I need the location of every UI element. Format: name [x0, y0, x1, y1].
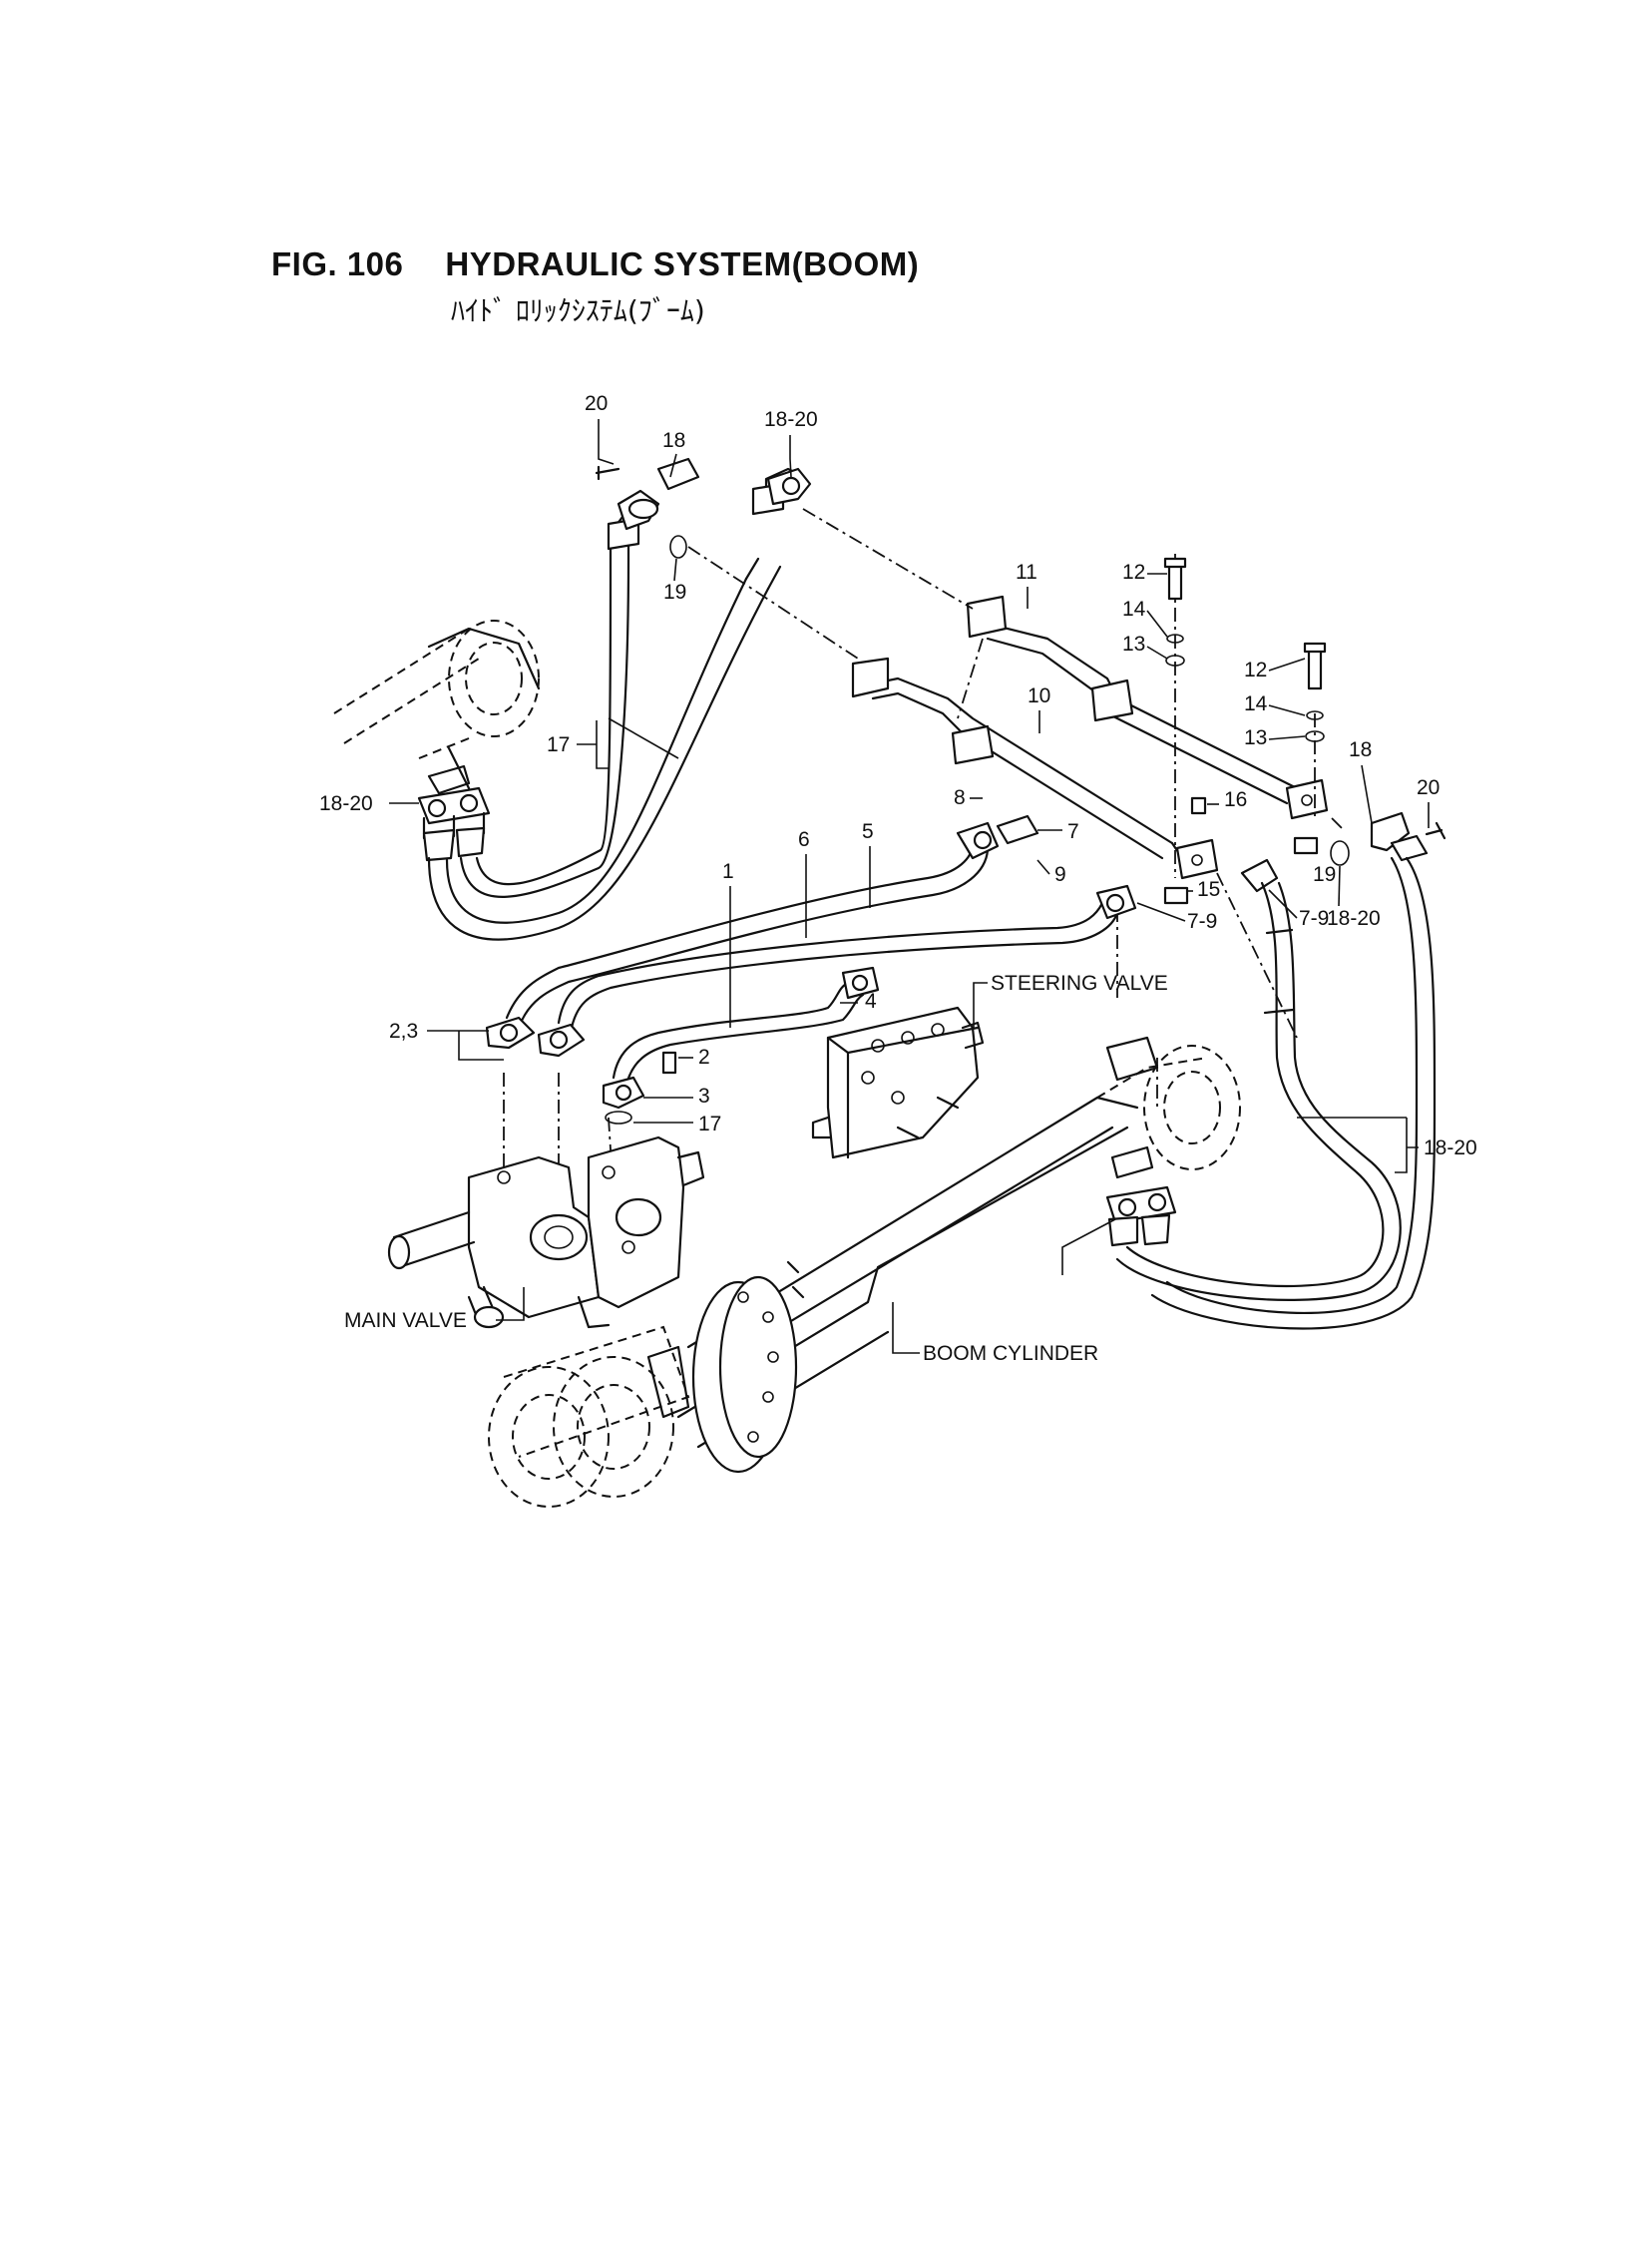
hose-17-upper [427, 467, 800, 941]
callout-7-center: 7 [1067, 820, 1079, 843]
callout-7-9-left: 2,3 [389, 1020, 418, 1043]
right-upper-fittings [1240, 811, 1446, 893]
callout-16: 16 [1224, 788, 1247, 811]
callout-7-9-center: 7-9 [1187, 910, 1217, 933]
callout-10: 10 [1028, 684, 1050, 707]
callout-15-left: 15 [1197, 878, 1220, 901]
hose-17-right [1115, 856, 1437, 1330]
upper-left-port-block [417, 786, 491, 862]
main-valve-label: MAIN VALVE [344, 1309, 467, 1332]
steel-pipe-10 [851, 657, 1184, 860]
boom-cylinder-label: BOOM CYLINDER [923, 1342, 1098, 1365]
callout-12-right: 12 [1244, 659, 1267, 681]
hose-6 [557, 884, 1137, 1035]
callout-17-right: 18-20 [1424, 1136, 1477, 1159]
callout-5: 5 [862, 820, 874, 843]
left-flanges [485, 1016, 677, 1125]
upper-hose-fittings [595, 457, 812, 559]
figure-number: FIG. 106 [271, 245, 404, 282]
hose-1 [612, 966, 880, 1092]
callout-20-upper-left: 20 [585, 392, 608, 415]
callout-19-upper-left: 19 [663, 581, 686, 604]
callout-4: 2 [698, 1046, 710, 1069]
plug-and-nuts [1163, 796, 1319, 905]
steering-valve-body [811, 1006, 985, 1159]
boom-cylinder-lower [488, 1036, 1241, 1508]
callout-2-3: 4 [865, 990, 877, 1013]
upper-left-cylinder-end [333, 620, 541, 795]
callout-1: 1 [722, 860, 734, 883]
callout-9-center: 9 [1054, 863, 1066, 886]
figure-title: FIG. 106 HYDRAULIC SYSTEM(BOOM) [271, 245, 919, 283]
callout-13-left: 13 [1122, 633, 1145, 656]
callout-11: 11 [1016, 561, 1037, 584]
bolt-washer-stack-left [1163, 557, 1187, 667]
manifold-blocks [1175, 778, 1329, 880]
figure-heading: HYDRAULIC SYSTEM(BOOM) [445, 245, 920, 282]
component-labels: STEERING VALVE MAIN VALVE BOOM CYLINDER [344, 972, 1168, 1365]
callout-6: 6 [798, 828, 810, 851]
main-valve-body [387, 1135, 705, 1329]
callout-18-right: 18 [1349, 738, 1372, 761]
callout-18-upper-left: 18 [662, 429, 685, 452]
callout-8: 8 [954, 786, 966, 809]
steering-valve-label: STEERING VALVE [991, 972, 1168, 995]
callout-18-20-top: 18-20 [764, 408, 818, 431]
callout-2: 3 [698, 1085, 710, 1108]
callout-14-left: 14 [1122, 598, 1146, 621]
bolt-washer-stack-right [1303, 642, 1327, 742]
hose-5 [505, 814, 1039, 1030]
callout-19-right: 18-20 [1327, 907, 1381, 930]
callout-18-20-right: 7-9 [1299, 907, 1329, 930]
steel-pipe-11 [966, 595, 1299, 805]
callout-labels: 20 18 18-20 19 11 12 14 13 10 12 14 13 1… [319, 392, 1477, 1275]
callout-17-upper: 17 [547, 733, 570, 756]
callout-15-right: 19 [1313, 863, 1336, 886]
callout-18-20-left: 18-20 [319, 792, 373, 815]
callout-13-right: 13 [1244, 726, 1267, 749]
callout-14-right: 14 [1244, 692, 1268, 715]
figure-subtitle-japanese: ﾊｲﾄﾞ ﾛﾘｯｸｼｽﾃﾑ(ﾌﾞｰﾑ) [451, 294, 705, 327]
callout-20-right: 20 [1417, 776, 1440, 799]
callout-12-left: 12 [1122, 561, 1145, 584]
callout-3: 17 [698, 1113, 721, 1135]
